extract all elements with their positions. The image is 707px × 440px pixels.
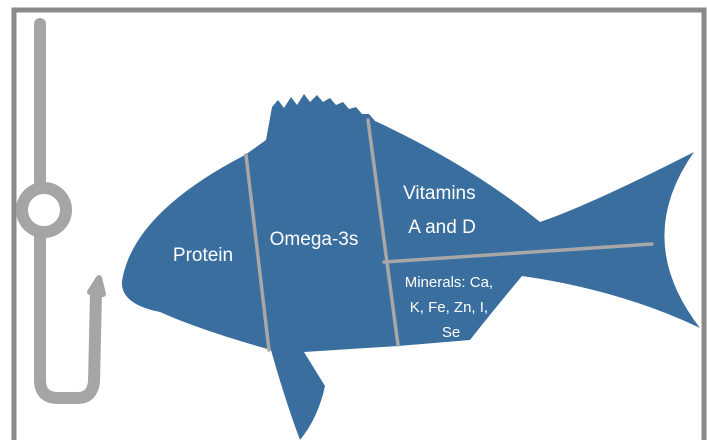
label-minerals-line1: Minerals: Ca, (405, 274, 493, 291)
fishing-hook-icon (22, 24, 103, 398)
label-minerals-line2: K, Fe, Zn, I, (410, 299, 488, 316)
label-omega3: Omega-3s (270, 229, 359, 250)
label-minerals-line3: Se (442, 324, 460, 341)
label-protein: Protein (173, 245, 233, 266)
label-vitamins-line1: Vitamins (403, 183, 476, 204)
fish-body (122, 94, 700, 440)
label-vitamins-line2: A and D (408, 217, 476, 238)
